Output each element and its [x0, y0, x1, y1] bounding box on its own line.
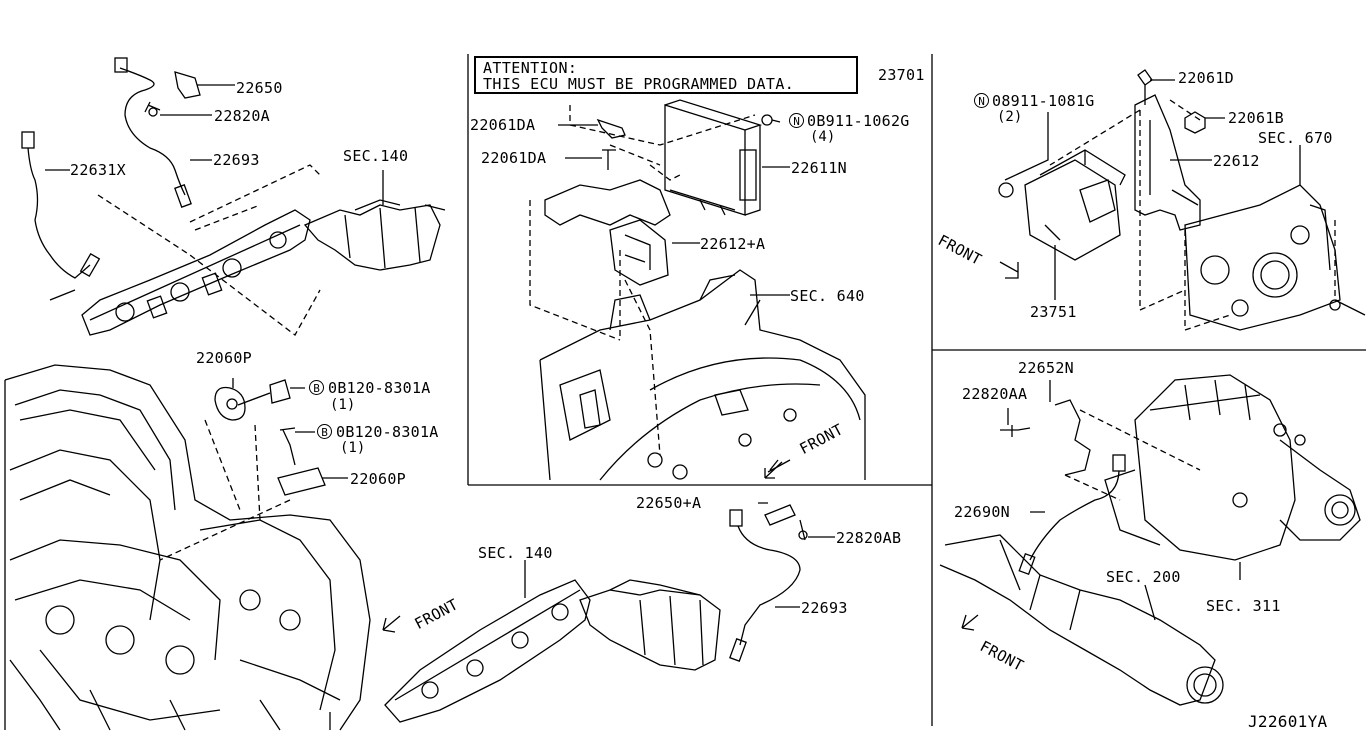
knock-sensor-upper — [214, 379, 291, 421]
callout-sec140-bottom: SEC. 140 — [478, 544, 553, 562]
ecu-bracket — [544, 179, 671, 286]
callout-23751: 23751 — [1030, 303, 1077, 321]
callout-bolt-2: 0B120-8301A — [336, 423, 439, 441]
transmission — [1104, 374, 1361, 561]
callout-sec140-top: SEC.140 — [343, 147, 409, 165]
callout-22061da-1: 22061DA — [470, 116, 536, 134]
callout-nut-qty: (4) — [810, 129, 836, 145]
callout-22631x: 22631X — [70, 161, 126, 179]
callout-23701: 23701 — [878, 66, 925, 84]
o2-sensor-bottom — [729, 504, 808, 662]
bracket-22612 — [1134, 94, 1201, 231]
engine-block — [4, 364, 371, 731]
callout-22820ab: 22820AB — [836, 529, 902, 547]
attention-box: ATTENTION: THIS ECU MUST BE PROGRAMMED D… — [474, 56, 858, 94]
callout-22060p-top: 22060P — [196, 349, 252, 367]
callout-sec311: SEC. 311 — [1206, 597, 1281, 615]
callout-22061da-2: 22061DA — [481, 149, 547, 167]
callout-22612: 22612 — [1213, 152, 1260, 170]
callout-bolt-1-qty: (1) — [330, 397, 356, 413]
bolt-mark-1: B — [309, 380, 324, 395]
callout-22690n: 22690N — [954, 503, 1010, 521]
callout-bolt-2-qty: (1) — [340, 440, 366, 456]
ecu-23701 — [664, 99, 763, 216]
callout-22820aa: 22820AA — [962, 385, 1028, 403]
callout-sec670: SEC. 670 — [1258, 129, 1333, 147]
callout-sec640: SEC. 640 — [790, 287, 865, 305]
callout-nut2-qty: (2) — [997, 109, 1023, 125]
cat-converter-200 — [939, 534, 1224, 706]
callout-22820a: 22820A — [214, 107, 270, 125]
engine-block-right — [1184, 184, 1366, 331]
o2-sensor-22631x — [21, 131, 101, 279]
callout-22061b: 22061B — [1228, 109, 1284, 127]
bolt-mark-2: B — [317, 424, 332, 439]
o2-sensor-22690n — [1018, 454, 1126, 576]
callout-22652n: 22652N — [1018, 359, 1074, 377]
nut2-mark: N — [974, 93, 989, 108]
callout-sec200: SEC. 200 — [1106, 568, 1181, 586]
exhaust-manifold-top-left — [81, 170, 446, 336]
callout-22060p-bottom: 22060P — [350, 470, 406, 488]
ecm-23751 — [1024, 149, 1126, 261]
attention-message: THIS ECU MUST BE PROGRAMMED DATA. — [483, 75, 795, 93]
callout-22650a: 22650+A — [636, 494, 702, 512]
diagram-id: J22601YA — [1248, 712, 1328, 731]
callout-22650: 22650 — [236, 79, 283, 97]
callout-22693-top: 22693 — [213, 151, 260, 169]
o2-sensor-top — [114, 57, 201, 208]
callout-22611n: 22611N — [791, 159, 847, 177]
callout-bolt-1: 0B120-8301A — [328, 379, 431, 397]
callout-22612a: 22612+A — [700, 235, 766, 253]
callout-22693-bottom: 22693 — [801, 599, 848, 617]
nut-mark: N — [789, 113, 804, 128]
callout-nut2: 08911-1081G — [992, 92, 1095, 110]
callout-nut: 0B911-1062G — [807, 112, 910, 130]
callout-22061d: 22061D — [1178, 69, 1234, 87]
engine-rear-plate — [539, 269, 866, 481]
exhaust-manifold-bottom — [384, 560, 721, 723]
attention-title: ATTENTION: — [483, 59, 578, 77]
knock-sensor-lower — [277, 427, 326, 496]
